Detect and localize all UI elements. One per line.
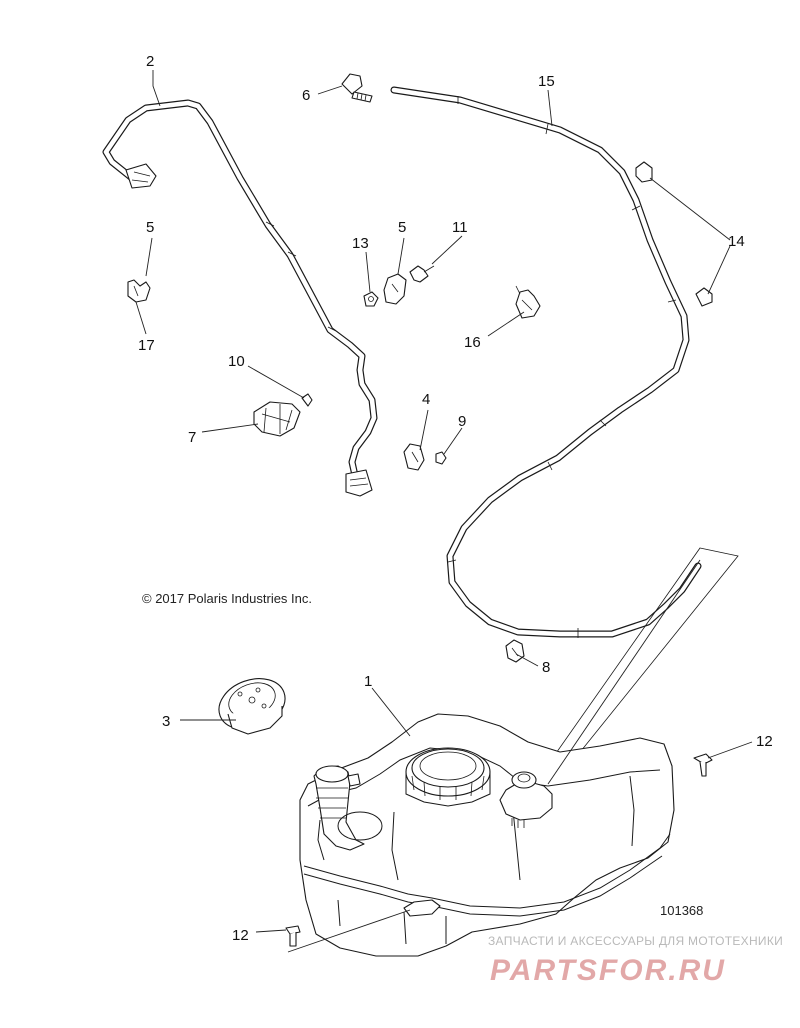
drawing-number: 101368 <box>660 903 703 918</box>
callout-15: 15 <box>538 73 555 90</box>
callout-11: 11 <box>452 219 468 236</box>
watermark-tagline: ЗАПЧАСТИ И АКСЕССУАРЫ ДЛЯ МОТОТЕХНИКИ <box>488 934 783 948</box>
callout-13: 13 <box>352 235 369 252</box>
callout-1: 1 <box>364 673 372 690</box>
watermark-brand: PARTSFOR.RU <box>490 954 726 987</box>
clamp-part-4 <box>403 443 425 471</box>
push-rivet-part-12-left <box>285 925 301 947</box>
tank-cap-part-3 <box>218 678 286 735</box>
valve-part-8 <box>505 639 525 663</box>
clamp-part-5-mid <box>383 273 407 305</box>
connector-part-6 <box>341 73 373 103</box>
copyright-notice: © 2017 Polaris Industries Inc. <box>142 591 312 606</box>
callout-12-left: 12 <box>232 927 249 944</box>
push-rivet-part-12-right <box>693 753 713 777</box>
callout-14: 14 <box>728 233 745 250</box>
fuel-line-part-2 <box>102 99 378 497</box>
callout-9: 9 <box>458 413 466 430</box>
callout-4: 4 <box>422 391 430 408</box>
callout-3: 3 <box>162 713 170 730</box>
screw-part-10 <box>301 393 313 407</box>
retainer-part-16 <box>515 285 541 319</box>
clamp-part-5-left <box>127 279 151 303</box>
fuel-tank-part-1 <box>299 547 739 957</box>
nut-part-9 <box>435 451 447 465</box>
callout-5-left: 5 <box>146 219 154 236</box>
callout-17: 17 <box>138 337 155 354</box>
callout-6: 6 <box>302 87 310 104</box>
callout-16: 16 <box>464 334 481 351</box>
clip-part-14-upper <box>635 161 653 183</box>
callout-12-right: 12 <box>756 733 773 750</box>
callout-10: 10 <box>228 353 245 370</box>
vent-hose-part-15 <box>390 86 702 638</box>
callout-7: 7 <box>188 429 196 446</box>
clip-part-14-lower <box>695 287 713 307</box>
leader-lines <box>135 70 753 953</box>
clip-part-7 <box>253 401 301 437</box>
callout-2: 2 <box>146 53 154 70</box>
nut-part-13 <box>363 291 379 307</box>
callout-8: 8 <box>542 659 550 676</box>
callout-labels: 2 6 15 5 17 13 5 11 14 16 10 7 4 9 8 3 1… <box>138 53 773 944</box>
screw-part-11 <box>409 265 435 283</box>
callout-5-mid: 5 <box>398 219 406 236</box>
